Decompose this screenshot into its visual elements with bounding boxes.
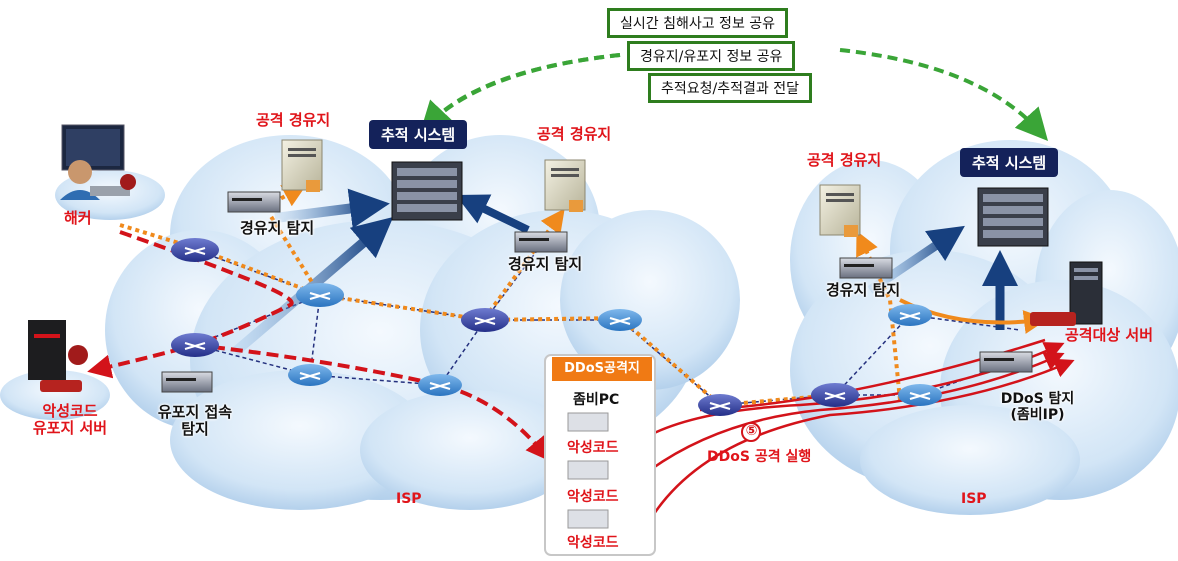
step-number: ⑤ (745, 423, 758, 439)
ddos-detect-label-line1: DDoS 탐지 (1000, 391, 1075, 407)
relay-detect-label-1: 경유지 탐지 (240, 219, 315, 237)
detection-appliances (161, 191, 1033, 393)
info-box-relay: 경유지/유포지 정보 공유 (627, 41, 796, 71)
dist-detect-label-line1: 유포지 접속 (157, 403, 233, 421)
malware-server-label-line1: 악성코드 (42, 402, 98, 420)
trace-system-right-label: 추적 시스템 (960, 148, 1059, 177)
hacker-label: 해커 (64, 209, 92, 227)
info-box-trace: 추적요청/추적결과 전달 (648, 73, 812, 103)
dist-detect-label-line2: 탐지 (181, 420, 209, 439)
attack-relay-label-2: 공격 경유지 (537, 125, 612, 143)
hacker-figure (60, 124, 136, 200)
isp-cloud-left (105, 135, 740, 510)
info-box-realtime: 실시간 침해사고 정보 공유 (607, 8, 789, 38)
step-marker-circle (741, 422, 761, 442)
ddos-zone-panel (544, 354, 656, 556)
zombie-malware-label-2: 악성코드 (567, 489, 619, 505)
malware-server-label-line2: 유포지 서버 (32, 419, 108, 438)
ddos-zone-title: DDoS공격지 (552, 357, 652, 381)
malware-server-figure (28, 320, 88, 392)
ddos-detect-label: DDoS 탐지 (좀비IP) (985, 391, 1090, 423)
malware-server-label: 악성코드 유포지 서버 (20, 402, 120, 438)
routers (171, 238, 942, 416)
malware-server-cloud (0, 370, 110, 420)
ddos-detect-label-line2: (좀비IP) (1010, 407, 1065, 424)
malware-paths (87, 230, 551, 462)
trace-system-servers (391, 161, 1049, 247)
attack-relay-label-1: 공격 경유지 (256, 111, 331, 129)
zombie-pc-label: 좀비PC (573, 392, 620, 408)
ddos-exec-label: DDoS 공격 실행 (707, 449, 812, 465)
isp-right-label: ISP (961, 491, 987, 507)
relay-detect-label-3: 경유지 탐지 (826, 281, 901, 299)
target-server-label: 공격대상 서버 (1065, 326, 1154, 344)
trace-system-left-label: 추적 시스템 (369, 120, 468, 149)
target-server (1030, 261, 1103, 326)
dist-detect-label: 유포지 접속 탐지 (145, 403, 245, 439)
relay-servers (281, 139, 861, 237)
relay-detect-label-2: 경유지 탐지 (508, 255, 583, 273)
attack-relay-label-3: 공격 경유지 (807, 151, 882, 169)
zombie-malware-label-3: 악성코드 (567, 535, 619, 551)
isp-left-label: ISP (396, 491, 422, 507)
zombie-malware-label-1: 악성코드 (567, 440, 619, 456)
